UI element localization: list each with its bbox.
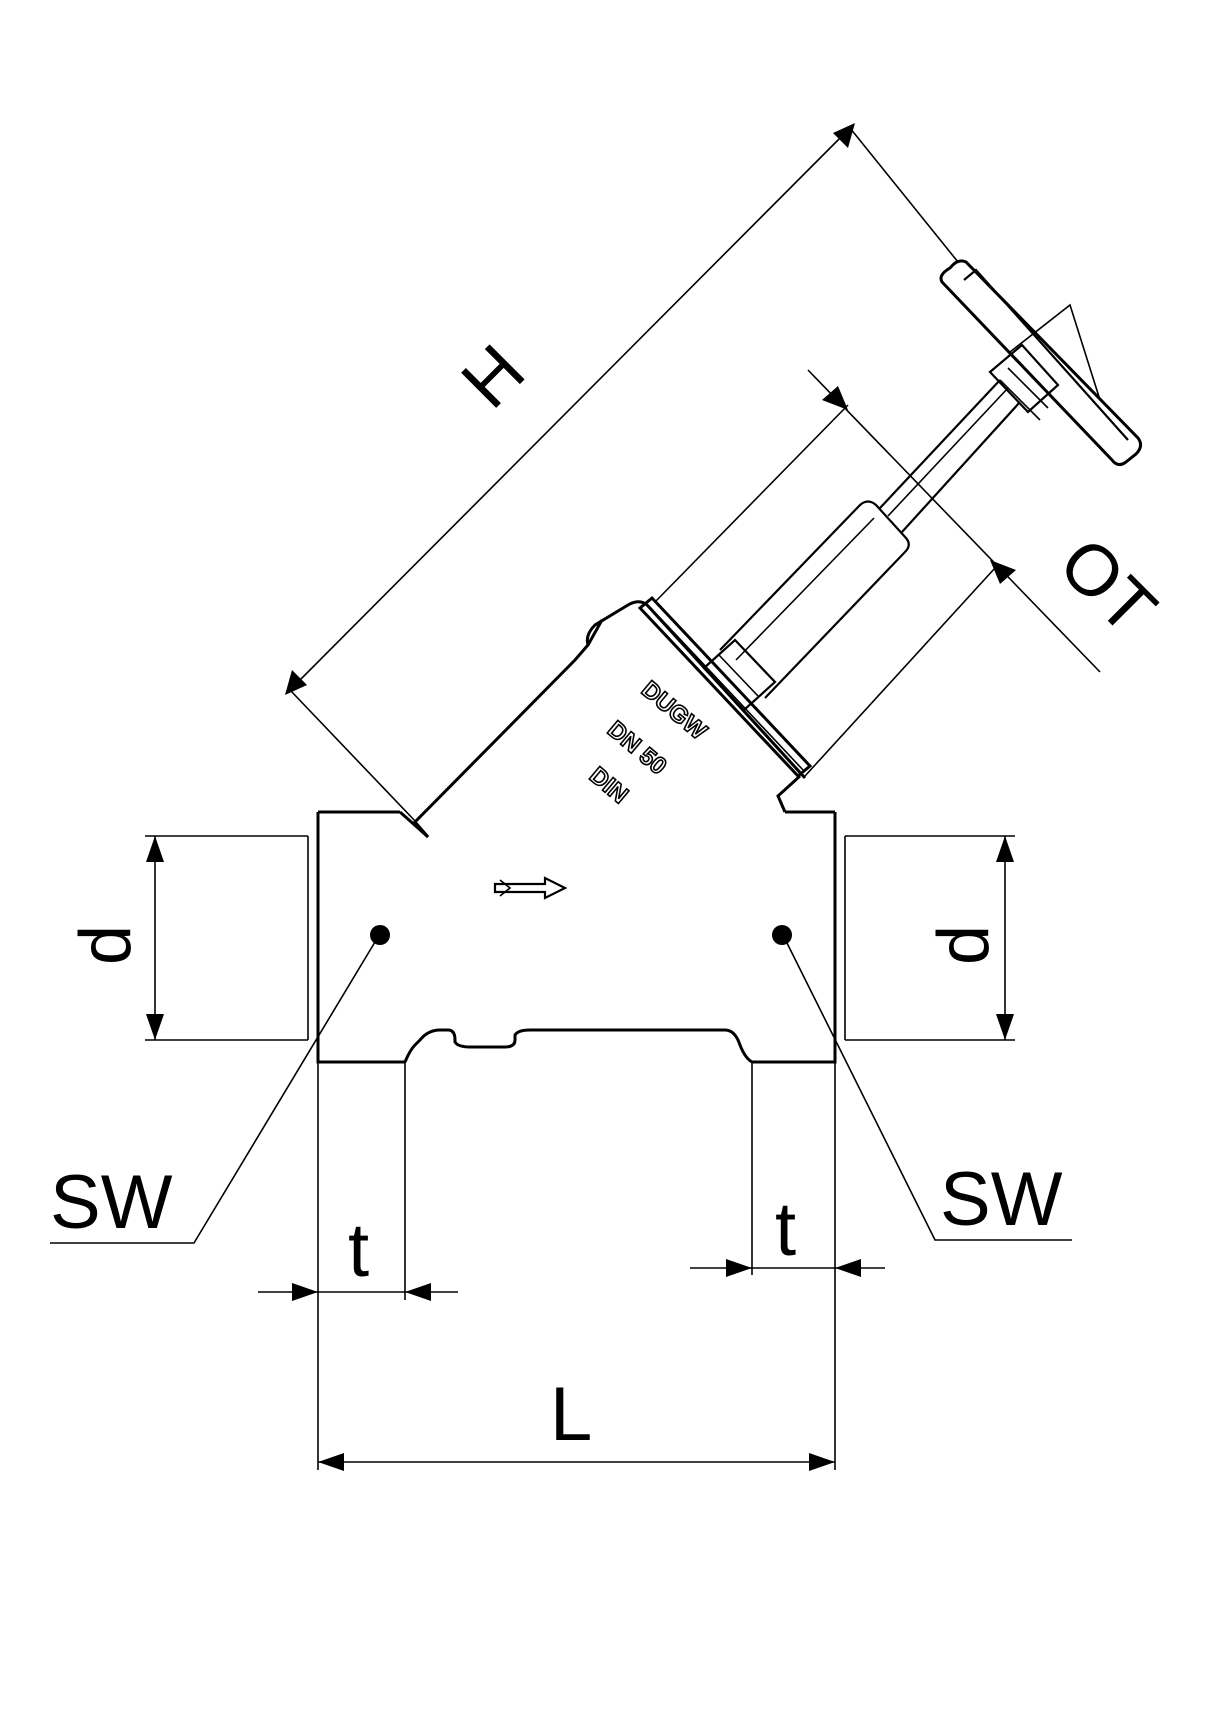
label-d-right: d: [924, 925, 1004, 965]
valve-body: [307, 774, 846, 1064]
leader-sw-left: SW: [50, 925, 390, 1245]
dimension-d-left: d: [66, 835, 308, 1041]
label-t-left: t: [348, 1208, 369, 1293]
dimension-t-right: t: [690, 1062, 885, 1470]
valve-bonnet: [412, 259, 1143, 838]
dimension-t-left: t: [258, 1062, 458, 1470]
label-d-left: d: [66, 925, 146, 965]
flow-arrow-icon: [493, 876, 568, 900]
label-ot: OT: [1044, 523, 1171, 650]
label-sw-right: SW: [940, 1157, 1063, 1242]
dimension-d-right: d: [845, 835, 1015, 1041]
label-t-right: t: [775, 1187, 796, 1272]
marking-dugw: DUGW: [636, 676, 712, 746]
leader-sw-right: SW: [772, 925, 1072, 1242]
marking-din: DIN: [584, 762, 633, 809]
dimension-l: L: [318, 1372, 835, 1471]
body-markings: DUGW DN 50 DIN: [583, 675, 712, 810]
dimension-ot: OT: [654, 369, 1171, 777]
label-l: L: [550, 1372, 592, 1457]
label-sw-left: SW: [50, 1160, 173, 1245]
label-h: H: [447, 330, 540, 423]
